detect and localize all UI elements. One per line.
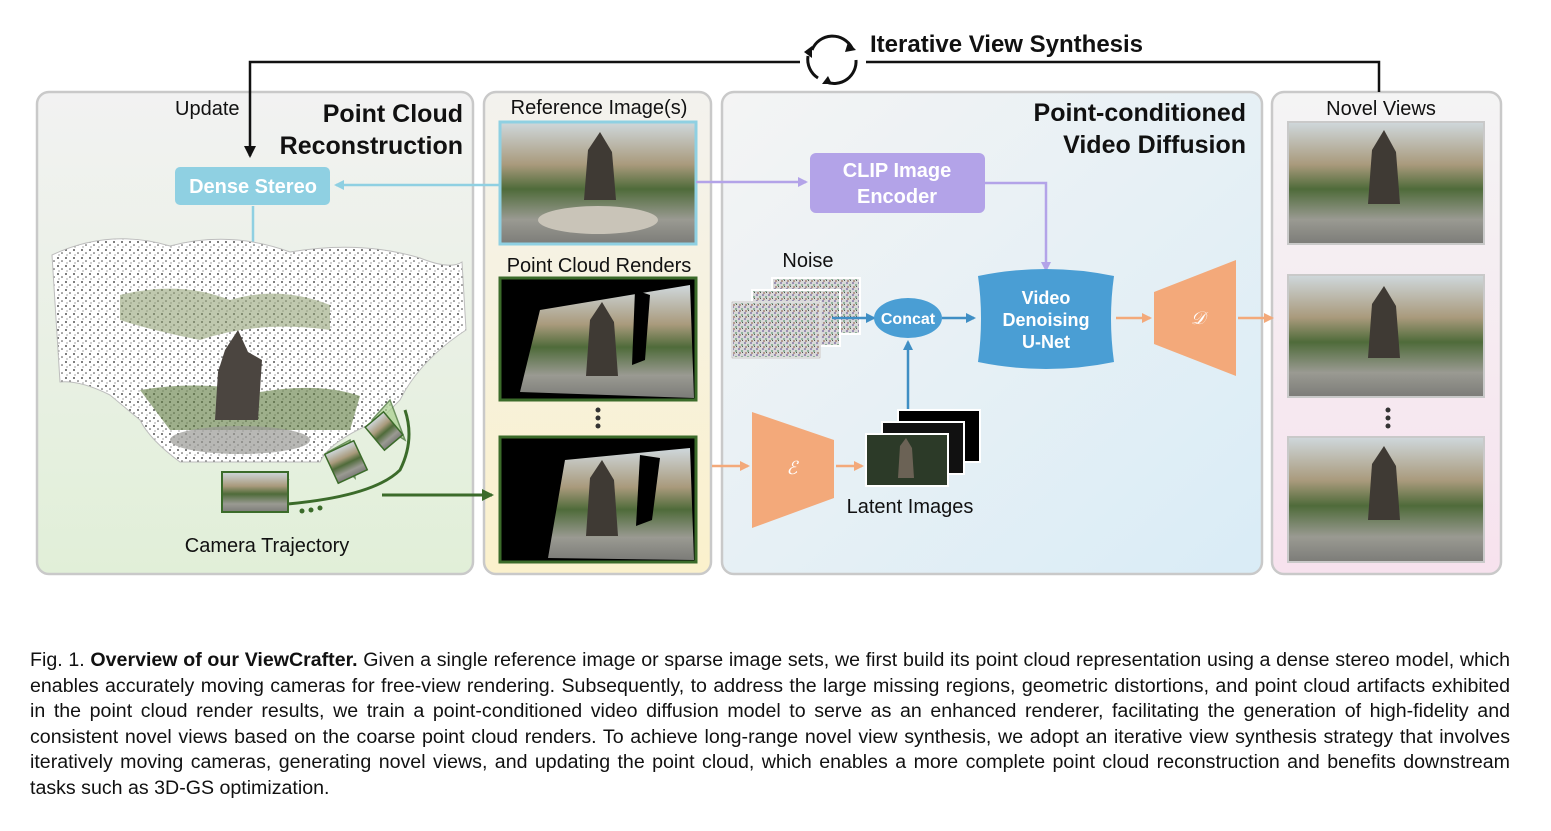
novel-view-1 bbox=[1287, 121, 1485, 245]
noise-stack bbox=[731, 277, 861, 359]
noise-label: Noise bbox=[782, 250, 833, 272]
clip-to-unet-arrow bbox=[985, 181, 1051, 272]
viewcrafter-diagram: Iterative View Synthesis Update Point Cl… bbox=[35, 31, 1503, 576]
novel-view-2 bbox=[1287, 274, 1485, 398]
ellipsis-dots-renders bbox=[595, 407, 601, 429]
encoder-symbol: ℰ bbox=[787, 458, 800, 479]
caption-body: Given a single reference image or sparse… bbox=[30, 649, 1510, 799]
unet-label-line2: Denoising bbox=[1002, 310, 1089, 330]
clip-label-line1: CLIP Image bbox=[843, 160, 952, 182]
panel1-title-line1: Point Cloud bbox=[323, 100, 463, 128]
panel3-title-line2: Video Diffusion bbox=[1063, 131, 1246, 159]
encoder-block: ℰ bbox=[752, 412, 834, 528]
render-image-1 bbox=[498, 276, 698, 402]
reference-images-label: Reference Image(s) bbox=[511, 97, 688, 119]
decoder-symbol: 𝒟 bbox=[1191, 308, 1209, 329]
iterative-loop-line bbox=[250, 60, 1381, 156]
latent-images-label: Latent Images bbox=[847, 496, 974, 518]
point-cloud-renders-label: Point Cloud Renders bbox=[507, 255, 692, 277]
camera-trajectory-label: Camera Trajectory bbox=[185, 535, 350, 557]
caption-bold-title: Overview of our ViewCrafter. bbox=[90, 649, 358, 671]
dense-stereo-box: Dense Stereo bbox=[175, 167, 330, 205]
decoder-block: 𝒟 bbox=[1154, 260, 1236, 376]
latent-images-stack bbox=[865, 409, 981, 487]
render-image-2 bbox=[498, 435, 698, 564]
ellipsis-dots-novel bbox=[1385, 407, 1391, 429]
reference-image bbox=[498, 120, 698, 246]
unet-block: Video Denoising U-Net bbox=[978, 269, 1114, 369]
unet-label-line3: U-Net bbox=[1022, 332, 1070, 352]
panel3-title-line1: Point-conditioned bbox=[1034, 99, 1246, 127]
dense-stereo-label: Dense Stereo bbox=[189, 176, 317, 198]
clip-encoder-box: CLIP Image Encoder bbox=[810, 153, 985, 213]
concat-node: Concat bbox=[874, 298, 942, 338]
novel-views-label: Novel Views bbox=[1326, 98, 1436, 120]
iterative-view-synthesis-label: Iterative View Synthesis bbox=[870, 31, 1143, 58]
concat-label: Concat bbox=[881, 311, 936, 328]
panel1-title-line2: Reconstruction bbox=[280, 132, 463, 160]
caption-prefix: Fig. 1. bbox=[30, 649, 91, 671]
point-cloud-image bbox=[51, 238, 467, 463]
camera-trajectory-graphic bbox=[221, 398, 411, 514]
unet-label-line1: Video bbox=[1022, 288, 1071, 308]
clip-label-line2: Encoder bbox=[857, 186, 937, 208]
cycle-icon bbox=[804, 34, 858, 86]
novel-view-3 bbox=[1287, 436, 1485, 563]
figure-caption: Fig. 1. Overview of our ViewCrafter. Giv… bbox=[30, 648, 1510, 801]
update-label: Update bbox=[175, 98, 240, 120]
